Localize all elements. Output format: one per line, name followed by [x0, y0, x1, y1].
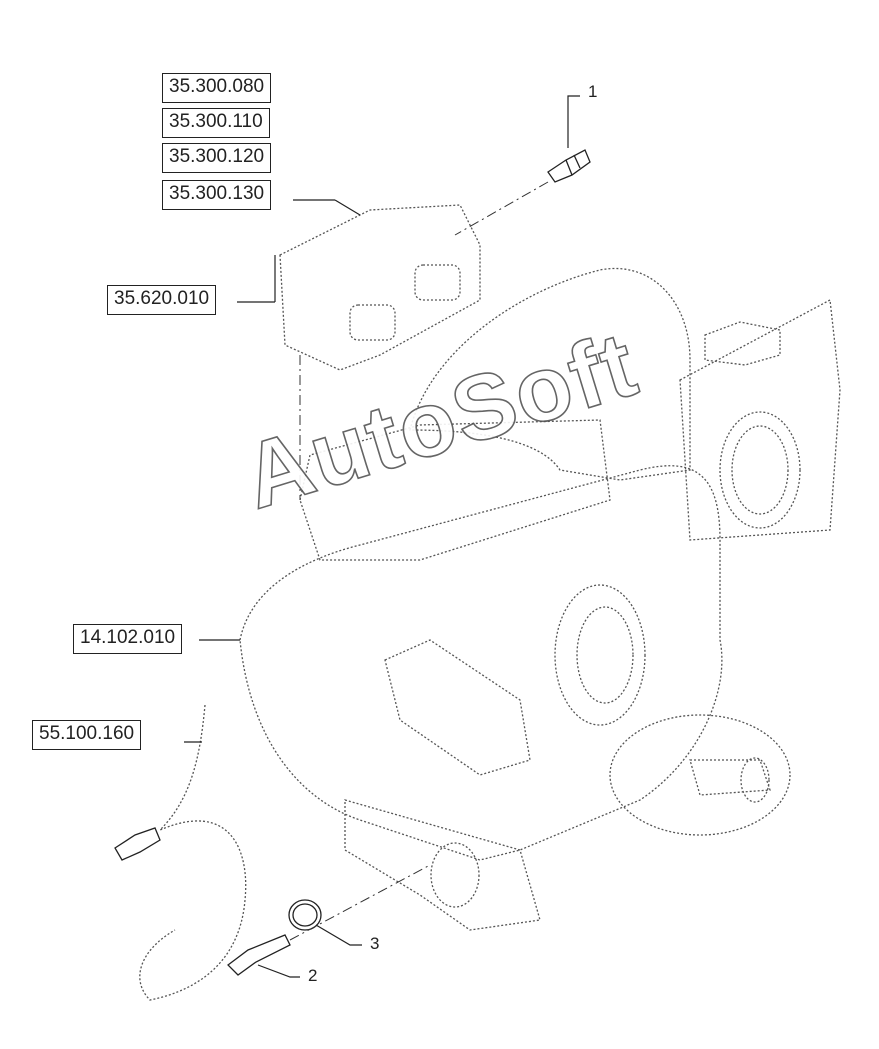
valve-solenoid-1 — [349, 304, 396, 341]
right-flange — [679, 298, 841, 541]
front-bore-inner — [576, 606, 634, 704]
centerline-sensor-1 — [454, 181, 549, 236]
upper-cover — [409, 267, 691, 481]
flange-bore — [719, 411, 801, 529]
callout-item-2: 2 — [308, 966, 318, 985]
sensor-cable — [139, 704, 247, 1001]
leader-item-3 — [315, 924, 362, 946]
leader-item-2 — [257, 964, 300, 978]
ref-box-35-300-130[interactable]: 35.300.130 — [162, 180, 272, 210]
housing-outline — [239, 465, 723, 861]
flange-bore-inner — [731, 425, 789, 515]
side-cylinder — [384, 639, 531, 776]
ref-box-35-300-080[interactable]: 35.300.080 — [162, 73, 272, 103]
valve-mount-block — [299, 419, 611, 561]
callout-item-1: 1 — [588, 82, 598, 101]
top-port — [704, 321, 781, 366]
valve-block — [279, 204, 481, 371]
connector-shape — [114, 827, 161, 861]
valve-solenoid-2 — [414, 264, 461, 301]
callout-item-3: 3 — [370, 934, 380, 953]
plug-2-shape — [227, 934, 291, 976]
ref-box-35-620-010[interactable]: 35.620.010 — [107, 285, 217, 315]
ref-box-14-102-010[interactable]: 14.102.010 — [73, 624, 183, 654]
lower-bracket — [344, 799, 541, 931]
ref-box-35-300-120[interactable]: 35.300.120 — [162, 143, 272, 173]
output-housing — [609, 714, 791, 836]
o-ring-3-shape — [288, 899, 322, 931]
front-bore — [554, 584, 646, 726]
output-shaft — [689, 759, 771, 796]
output-shaft-end — [740, 757, 770, 803]
ref-box-55-100-160[interactable]: 55.100.160 — [32, 720, 142, 750]
lower-port — [430, 842, 480, 908]
leader-item-1 — [567, 95, 580, 148]
centerline-plug — [289, 864, 431, 941]
ref-box-35-300-110[interactable]: 35.300.110 — [162, 108, 270, 138]
